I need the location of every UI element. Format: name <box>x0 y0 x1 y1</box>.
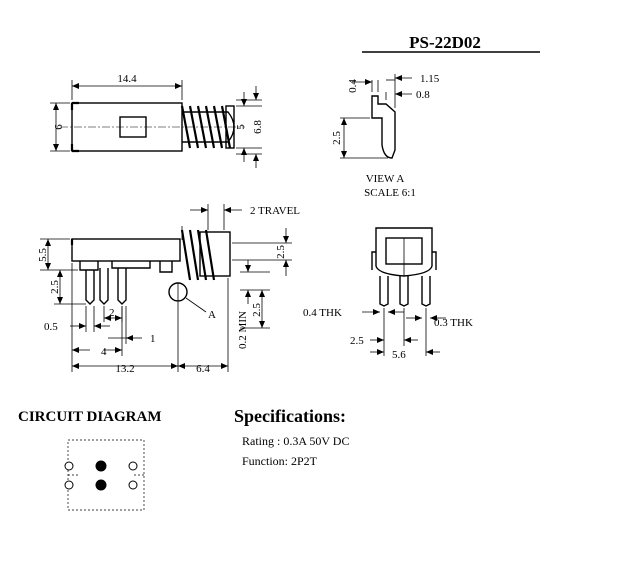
detail-a-label: A <box>208 309 216 321</box>
circuit-pin-1-2 <box>95 460 107 472</box>
end-view: 0.4 THK 0.3 THK 2.5 5.6 <box>303 227 473 361</box>
side-view-housing <box>71 238 181 262</box>
end-thk-left: 0.4 THK <box>303 307 342 319</box>
side-view-spring <box>180 229 216 281</box>
circuit-diagram: CIRCUIT DIAGRAM <box>18 409 161 511</box>
side-dim-pin-length: 2.5 <box>49 280 61 294</box>
side-dim-total: 13.2 <box>115 363 134 375</box>
top-view: 14.4 6 5 6.8 <box>50 73 264 168</box>
side-dim-min: 0.2 MIN <box>237 311 249 349</box>
view-a-dim-b: 1.15 <box>420 73 440 85</box>
title-block: PS-22D02 <box>362 33 540 53</box>
side-view: A 2 TRAVEL 5.5 2.5 2.5 0.5 2 <box>37 204 300 375</box>
circuit-pin-1-3 <box>128 461 138 471</box>
view-a-dim-c: 0.8 <box>416 89 430 101</box>
view-a-dim-d: 2.5 <box>331 131 343 145</box>
end-thk-right: 0.3 THK <box>434 317 473 329</box>
end-dim-left: 2.5 <box>350 335 364 347</box>
part-number-title: PS-22D02 <box>409 33 481 52</box>
dim-width-label: 6 <box>53 124 65 130</box>
side-dim-four: 4 <box>101 346 107 358</box>
circuit-pin-2-1 <box>64 480 74 490</box>
view-a-detail: 0.4 1.15 0.8 2.5 VIEW A SCALE 6:1 <box>331 73 440 199</box>
dim-length-label: 14.4 <box>117 73 137 85</box>
dim-outer-width-label: 6.8 <box>252 120 264 134</box>
view-a-dim-a: 0.4 <box>347 79 359 93</box>
view-a-contact <box>371 95 396 159</box>
side-dim-gap: 1 <box>150 333 156 345</box>
circuit-pin-1-1 <box>64 461 74 471</box>
end-dim-right: 5.6 <box>392 349 406 361</box>
spec-rating: Rating : 0.3A 50V DC <box>242 434 349 448</box>
side-dim-pitch: 2 <box>109 307 115 319</box>
side-dim-knob-offset: 6.4 <box>196 363 210 375</box>
side-dim-pin-width: 0.5 <box>44 321 58 333</box>
circuit-heading: CIRCUIT DIAGRAM <box>18 409 161 425</box>
end-view-pins <box>379 276 431 307</box>
side-dim-height: 5.5 <box>37 248 49 262</box>
top-view-spring <box>180 105 232 149</box>
side-dim-knob-height: 2.5 <box>275 245 287 259</box>
view-a-scale: SCALE 6:1 <box>364 187 416 199</box>
side-view-pins <box>85 268 127 305</box>
circuit-pin-2-2 <box>95 479 107 491</box>
specifications: Specifications: Rating : 0.3A 50V DC Fun… <box>234 406 349 468</box>
view-a-caption: VIEW A <box>366 173 405 185</box>
circuit-pin-grid <box>64 460 138 491</box>
dim-inner-width-label: 5 <box>235 124 247 130</box>
circuit-pin-2-3 <box>128 480 138 490</box>
travel-label: 2 TRAVEL <box>250 205 300 217</box>
side-dim-min-length: 2.5 <box>251 303 263 317</box>
side-view-actuator <box>199 231 231 277</box>
circuit-outline <box>67 439 145 511</box>
spec-function: Function: 2P2T <box>242 454 318 468</box>
spec-heading: Specifications: <box>234 406 346 426</box>
